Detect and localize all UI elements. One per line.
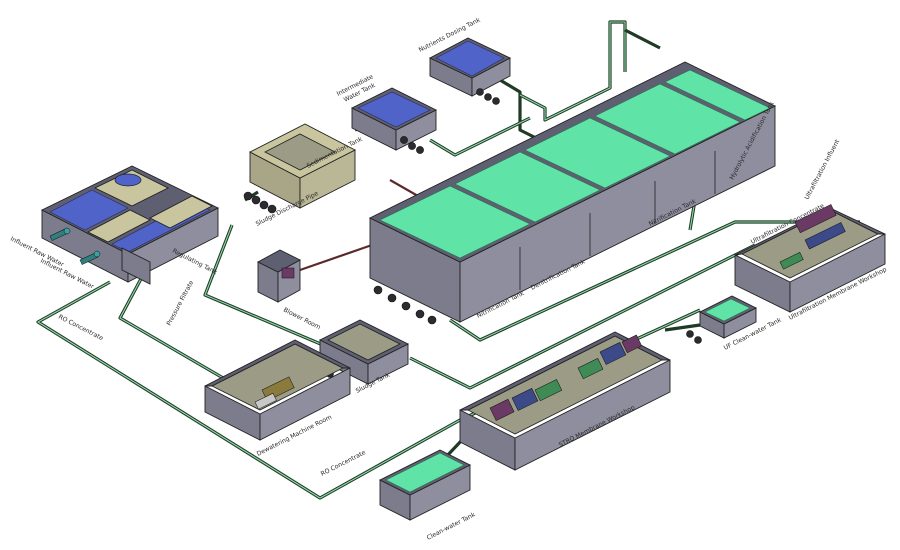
influent-pipes	[49, 227, 101, 265]
label-ultrafiltration-influent: Ultrafiltration Influent	[804, 138, 842, 201]
label-ro-concentrate-bottom: RO Concentrate	[320, 449, 367, 478]
label-pressure-filtrate: Pressure Filtrate	[166, 279, 196, 327]
nutrients-pumps	[476, 88, 500, 105]
stro-membrane-workshop	[459, 331, 671, 471]
clean-water-tank	[378, 449, 472, 521]
label-blower-room: Blower Room	[282, 307, 321, 332]
nutrients-dosing-tank	[428, 37, 512, 97]
hydrolytic-water-2	[664, 69, 771, 121]
hydrolytic-water-1	[594, 83, 741, 155]
denitrification-tank-water	[454, 151, 601, 223]
aeration-pumps	[373, 285, 437, 325]
dewatering-machine-room	[204, 339, 351, 441]
intermediate-water-tank	[350, 87, 438, 151]
nitrification-tank-2-water	[524, 117, 671, 189]
sludge-tank	[318, 319, 410, 385]
regulating-tank	[40, 165, 220, 285]
label-clean-water-tank: Clean-water Tank	[426, 511, 477, 542]
nitrification-tank-water	[379, 185, 531, 259]
label-regulating-tank: Regulating Tank	[171, 248, 218, 277]
sedimentation-tank	[249, 123, 356, 209]
blower-room	[257, 249, 301, 303]
intermediate-pumps	[400, 136, 424, 154]
sedimentation-pumps	[243, 191, 277, 214]
ultrafiltration-membrane-workshop	[734, 204, 886, 313]
biological-tank-block	[368, 61, 777, 323]
uf-clean-water-tank	[686, 295, 758, 344]
